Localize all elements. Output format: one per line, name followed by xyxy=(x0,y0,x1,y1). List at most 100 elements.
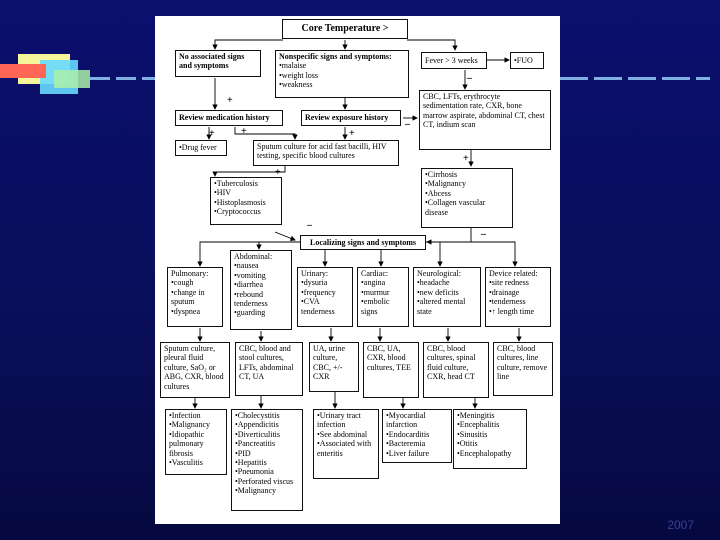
plus-sign: + xyxy=(209,128,215,139)
deco-block-red xyxy=(0,64,46,78)
urinary-tests-box: UA, urine culture, CBC, +/- CXR xyxy=(309,342,359,392)
plus-sign: + xyxy=(275,167,281,178)
nonspecific-item: •malaise xyxy=(279,61,307,71)
pulmonary-item: •dyspnea xyxy=(171,306,201,316)
urinary-title: Urinary: xyxy=(301,269,329,278)
abdominal-item: •diarrhea xyxy=(234,280,264,290)
cardiac-item: •angina xyxy=(361,278,386,288)
pulmonary-title: Pulmonary: xyxy=(171,269,209,278)
fuo-cause-item: •Cirrhosis xyxy=(425,170,458,179)
sputum-afb-box: Sputum culture for acid fast bacilli, HI… xyxy=(253,140,399,166)
neurological-item: •altered mental state xyxy=(417,297,466,316)
abdominal-item: •rebound tenderness xyxy=(234,289,268,309)
pulmonary-item: •change in sputum xyxy=(171,287,205,307)
device-related-item: •↑ length time xyxy=(489,306,535,316)
diagnosis-item: •Otitis xyxy=(457,439,478,449)
diagnosis-item: •Vasculitis xyxy=(169,458,203,468)
diagnosis-item: •Perforated viscus xyxy=(235,476,294,486)
neurological-item: •new deficits xyxy=(417,287,459,297)
urinary-box: Urinary: •dysuria •frequency •CVA tender… xyxy=(297,267,353,327)
urinary-diagnoses-box: •Urinary tract infection •See abdominal … xyxy=(313,409,379,479)
localizing-signs-box: Localizing signs and symptoms xyxy=(300,235,426,250)
diagnosis-item: •Idiopathic pulmonary fibrosis xyxy=(169,429,205,458)
neurological-diagnoses-box: •Meningitis •Encephalitis •Sinusitis •Ot… xyxy=(453,409,527,469)
plus-sign: + xyxy=(227,95,233,106)
deco-block-green xyxy=(54,70,90,88)
nonspecific-title: Nonspecific signs and symptoms: xyxy=(279,52,392,61)
minus-sign: – xyxy=(481,229,486,240)
plus-sign: + xyxy=(463,153,469,164)
infection-list-box: •Tuberculosis •HIV •Histoplasmosis •Cryp… xyxy=(210,177,282,225)
diagnosis-item: •Endocarditis xyxy=(386,429,430,439)
drug-fever-box: •Drug fever xyxy=(175,140,227,156)
abdominal-tests-box: CBC, blood and stool cultures, LFTs, abd… xyxy=(235,342,303,396)
urinary-item: •CVA tenderness xyxy=(301,297,335,316)
cardiac-diagnoses-box: •Myocardial infarction •Endocarditis •Ba… xyxy=(382,409,452,463)
nonspecific-signs-box: Nonspecific signs and symptoms: •malaise… xyxy=(275,50,409,98)
diagnosis-item: •Pneumonia xyxy=(235,467,274,477)
nonspecific-item: •weakness xyxy=(279,80,313,90)
cardiac-box: Cardiac: •angina •murmur •embolic signs xyxy=(357,267,409,327)
deco-rule-right xyxy=(560,77,710,80)
neurological-tests-box: CBC, blood cultures, spinal fluid cultur… xyxy=(423,342,489,398)
diagnosis-item: •Hepatitis xyxy=(235,458,267,468)
cardiac-title: Cardiac: xyxy=(361,269,389,278)
abdominal-item: •nausea xyxy=(234,261,259,271)
cardiac-tests-box: CBC, UA, CXR, blood cultures, TEE xyxy=(363,342,419,398)
diagnosis-item: •Sinusitis xyxy=(457,429,488,439)
abdominal-title: Abdominal: xyxy=(234,252,273,261)
minus-sign: – xyxy=(405,119,410,130)
diagnosis-item: •Pancreatitis xyxy=(235,439,276,449)
diagnosis-item: •Myocardial infarction xyxy=(386,411,426,430)
abdominal-item: •vomiting xyxy=(234,270,266,280)
infection-item: •Tuberculosis xyxy=(214,179,258,188)
diagnosis-item: •Cholecystitis xyxy=(235,411,280,420)
pulmonary-box: Pulmonary: •cough •change in sputum •dys… xyxy=(167,267,223,327)
diagnosis-item: •Appendicitis xyxy=(235,420,279,430)
diagnosis-item: •See abdominal xyxy=(317,429,368,439)
no-associated-signs-box: No associated signs and symptoms xyxy=(175,50,261,77)
device-related-item: •tenderness xyxy=(489,297,526,307)
cardiac-item: •embolic signs xyxy=(361,297,390,316)
diagnosis-item: •Associated with enteritis xyxy=(317,439,372,458)
diagnosis-item: •Liver failure xyxy=(386,448,429,458)
diagnosis-item: •PID xyxy=(235,448,251,458)
diagnosis-item: •Encephalopathy xyxy=(457,448,512,458)
review-medication-box: Review medication history xyxy=(175,110,283,126)
diagnosis-item: •Bacteremia xyxy=(386,439,426,449)
deco-rule-left xyxy=(90,77,155,80)
fuo-cause-item: •Abcess xyxy=(425,188,451,198)
device-related-box: Device related: •site redness •drainage … xyxy=(485,267,551,327)
fever-3-weeks-box: Fever > 3 weeks xyxy=(421,52,487,69)
urinary-item: •dysuria xyxy=(301,278,328,288)
abdominal-item: •guarding xyxy=(234,308,266,318)
device-related-title: Device related: xyxy=(489,269,538,278)
infection-item: •HIV xyxy=(214,188,232,198)
footer-year: 2007 xyxy=(667,518,694,532)
neurological-box: Neurological: •headache •new deficits •a… xyxy=(413,267,481,327)
pulmonary-diagnoses-box: •Infection •Malignancy •Idiopathic pulmo… xyxy=(165,409,227,475)
device-related-item: •site redness xyxy=(489,278,529,288)
device-related-item: •drainage xyxy=(489,287,520,297)
urinary-item: •frequency xyxy=(301,287,336,297)
diagnosis-item: •Diverticulitis xyxy=(235,429,281,439)
pulmonary-item: •cough xyxy=(171,278,194,288)
flowchart-connectors xyxy=(192,39,522,409)
fever-flowchart: Core Temperature > 38.5°C No associated … xyxy=(155,16,560,524)
fuo-causes-box: •Cirrhosis •Malignancy •Abcess •Collagen… xyxy=(421,168,513,228)
core-temperature-box: Core Temperature > 38.5°C xyxy=(282,19,408,39)
review-exposure-box: Review exposure history xyxy=(301,110,401,126)
abdominal-box: Abdominal: •nausea •vomiting •diarrhea •… xyxy=(230,250,292,330)
neurological-title: Neurological: xyxy=(417,269,461,278)
infection-item: •Histoplasmosis xyxy=(214,197,266,207)
minus-sign: – xyxy=(467,73,472,84)
diagnosis-item: •Meningitis xyxy=(457,411,495,420)
diagnosis-item: •Infection xyxy=(169,411,201,420)
diagnosis-item: •Malignancy xyxy=(235,486,277,496)
pulmonary-tests-box: Sputum culture, pleural fluid culture, S… xyxy=(160,342,230,398)
diagnosis-item: •Encephalitis xyxy=(457,420,500,430)
fuo-cause-item: •Malignancy xyxy=(425,179,467,189)
fuo-cause-item: •Collagen vascular disease xyxy=(425,198,486,217)
minus-sign: – xyxy=(307,220,312,231)
neurological-item: •headache xyxy=(417,278,450,288)
